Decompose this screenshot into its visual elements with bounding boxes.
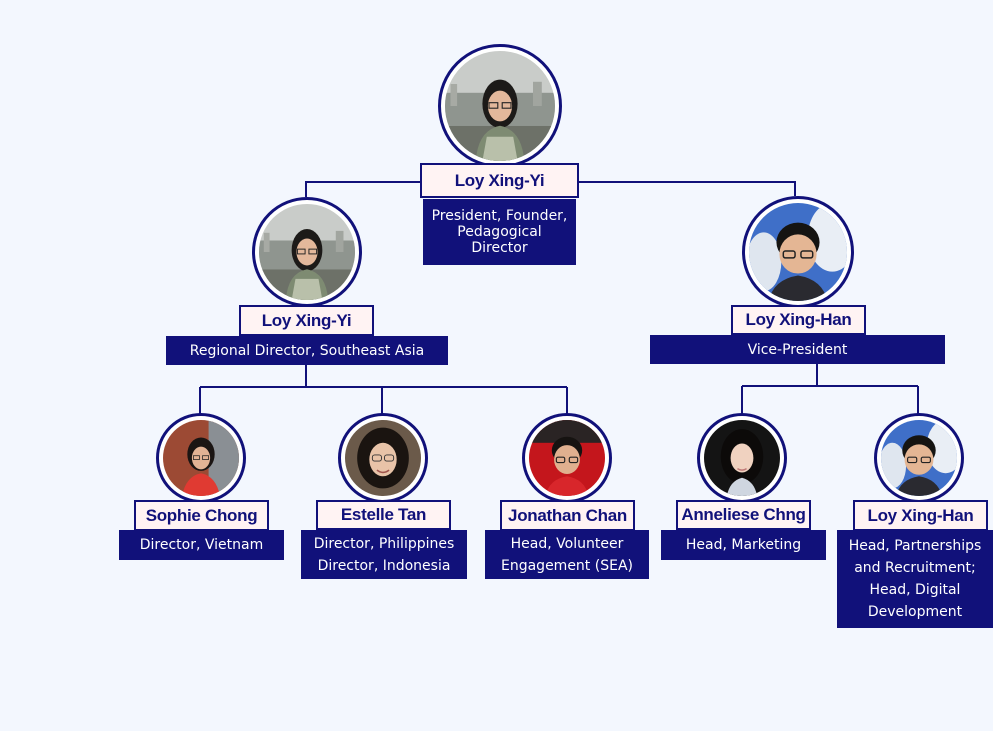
role-line: Director, Indonesia [317,557,451,574]
photo-woman-dark-background [704,420,780,496]
role-line: Director [471,240,528,256]
member-role: Vice-President [650,335,945,364]
role-line: Head, Digital [869,582,961,598]
role-line: Vice-President [747,341,848,358]
role-line: Regional Director, Southeast Asia [189,342,425,359]
photo-man-glasses-snow [749,203,847,301]
member-name: Sophie Chong [134,500,269,531]
member-name: Anneliese Chng [676,500,811,530]
member-role: Director, Philippines Director, Indonesi… [301,530,467,579]
role-line: Director, Philippines [313,535,455,552]
role-line: and Recruitment; [854,560,976,576]
member-name: Estelle Tan [316,500,451,530]
connector-president-regional [305,181,420,197]
avatar-photo [522,413,612,503]
member-role: Director, Vietnam [119,530,284,560]
member-role: President, Founder, Pedagogical Director [423,199,576,265]
photo-man-glasses-red-seats [529,420,605,496]
photo-woman-glasses-indoor [345,420,421,496]
role-line: Head, Marketing [685,537,802,553]
role-line: Head, Volunteer [510,535,624,552]
avatar-photo [252,197,362,307]
avatar-photo [697,413,787,503]
avatar-photo [338,413,428,503]
avatar-photo [156,413,246,503]
photo-woman-glasses-brick [163,420,239,496]
member-role: Head, Partnerships and Recruitment; Head… [837,530,993,628]
role-line: Head, Partnerships [848,538,982,554]
member-name: Loy Xing-Yi [420,163,579,198]
member-role: Head, Volunteer Engagement (SEA) [485,530,649,579]
photo-man-glasses-snow [881,420,957,496]
member-role: Regional Director, Southeast Asia [166,336,448,365]
member-name: Loy Xing-Yi [239,305,374,336]
avatar-photo [438,44,562,168]
member-name: Loy Xing-Han [731,305,866,335]
role-line: Pedagogical [457,224,542,240]
photo-woman-glasses-city [445,51,555,161]
connector-president-vp [578,181,796,196]
photo-woman-glasses-city [259,204,355,300]
member-name: Jonathan Chan [500,500,635,531]
member-name: Loy Xing-Han [853,500,988,531]
avatar-photo [742,196,854,308]
role-line: Engagement (SEA) [501,557,633,574]
member-role: Head, Marketing [661,530,826,560]
role-line: Development [867,604,963,620]
role-line: President, Founder, [431,208,568,224]
role-line: Director, Vietnam [139,537,264,553]
avatar-photo [874,413,964,503]
